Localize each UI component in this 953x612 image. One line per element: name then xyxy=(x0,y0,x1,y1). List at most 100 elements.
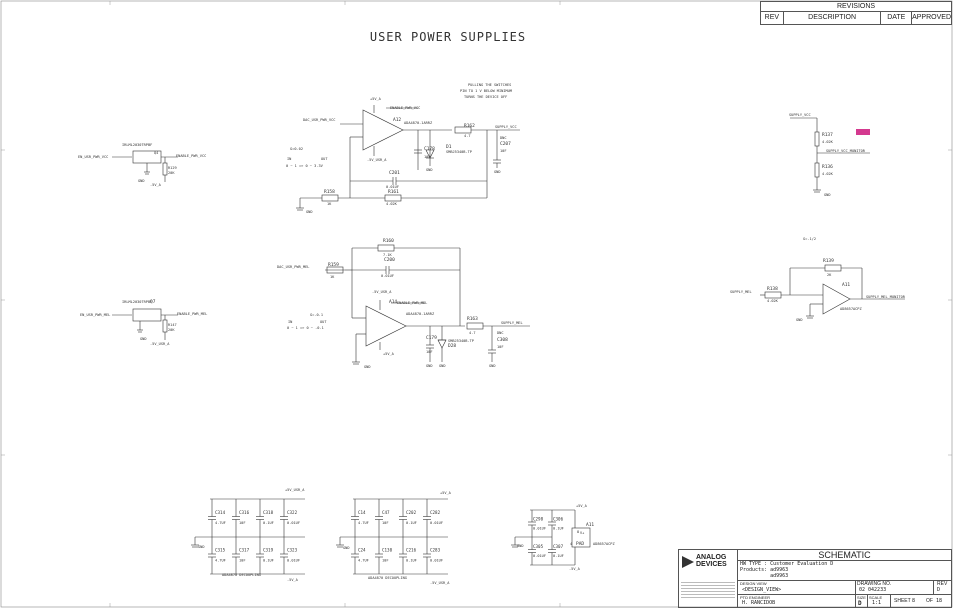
net-en-usr-pwr-mel: EN_USR_PWR_MEL xyxy=(80,313,110,317)
dec1-neg-rail: -5V_A xyxy=(287,578,299,582)
dec1-cap-ref: C316 xyxy=(239,510,250,515)
dec2-rail: +5V_A xyxy=(440,491,452,495)
r160-val: 7.1K xyxy=(383,253,392,257)
note-line-2: PIN TO 1 V BELOW MINIMUM xyxy=(460,89,513,93)
dec3-neg-rail: -5V_A xyxy=(569,567,581,571)
r158-val: 1K xyxy=(327,202,332,206)
dec2-cap-ref: C47 xyxy=(382,510,390,515)
q7-gnd: GND xyxy=(140,337,147,341)
r129-val: 20K xyxy=(168,171,175,175)
dec3-opamp: A11 xyxy=(586,522,594,528)
dec1-cap-val: 10F xyxy=(239,521,246,525)
a12-part: ADA4870-1ARRZ xyxy=(404,121,433,125)
company-line-2: DEVICES xyxy=(696,561,727,568)
monitor-mel-gnd: GND xyxy=(796,318,803,322)
design-view: <DESIGN_VIEW> xyxy=(742,587,782,593)
a12-ref: A12 xyxy=(393,117,401,123)
dec2-cap-ref: C202 xyxy=(406,510,417,515)
dec3-pin-8: 8 xyxy=(577,530,579,534)
dec2-cap-val: 0.01UF xyxy=(430,521,443,525)
dec2-cap-ref: C283 xyxy=(430,548,441,553)
a12-en: ENABLE_PWR_VCC xyxy=(390,106,420,110)
bottom-range-line: 0 ~ 1 => 0 ~ -0.1 xyxy=(287,326,324,330)
dec1-cap-ref: C317 xyxy=(239,548,250,553)
dec1-cap-ref: C315 xyxy=(215,548,226,553)
dec3-vplus: V+ xyxy=(580,531,585,535)
q4-ref: Q4 xyxy=(154,151,158,155)
dec3-cap-ref: C305 xyxy=(533,544,544,549)
scale-label: SCALE xyxy=(869,595,883,600)
dec1-label: ADA4870 DECOUPLING xyxy=(222,573,261,577)
dec1-gnd: GND xyxy=(198,545,205,549)
dec2-cap-val: 0.1UF xyxy=(406,559,417,563)
dec2-neg-rail: -5V_USR_A xyxy=(430,581,450,585)
size-value: D xyxy=(858,600,862,607)
scale-value: 1:1 xyxy=(872,600,882,606)
bottom-out-net: SUPPLY_MEL xyxy=(501,321,523,325)
sheet-value: 8 xyxy=(912,598,916,604)
adi-logo-icon xyxy=(682,556,694,568)
d28-ref: D28 xyxy=(448,343,456,349)
dec2-cap-ref: C24 xyxy=(358,548,366,553)
top-gnd-3: GND xyxy=(306,210,313,214)
note-line-1: PULLING THE SWITCHES xyxy=(468,83,511,87)
dec2-cap-ref: C216 xyxy=(406,548,417,553)
rev-col-rev: REV xyxy=(761,12,784,24)
dec3-cap-val: 0.01UF xyxy=(533,554,546,558)
net-enable-pwr-vcc: ENABLE_PWR_VCC xyxy=(176,154,206,158)
r162-ref: R162 xyxy=(464,123,475,129)
title-block: ANALOG DEVICES SCHEMATIC HW TYPE : Custo… xyxy=(678,549,952,608)
r138-ref: R138 xyxy=(767,286,778,292)
a14-vp: -5V_USR_A xyxy=(372,290,392,294)
r159-val: 1K xyxy=(330,275,335,279)
r147-val: 20K xyxy=(168,328,175,332)
dec3-part: AD8657ACPZ xyxy=(593,542,615,546)
c200-ref: C200 xyxy=(384,257,395,263)
q4-gnd: GND xyxy=(138,179,145,183)
r159-ref: R159 xyxy=(328,262,339,268)
top-range-out: OUT xyxy=(321,157,328,161)
dec1-cap-ref: C322 xyxy=(287,510,298,515)
dec1-cap-val: 4.7UF xyxy=(215,521,226,525)
dec1-cap-val: 0.01UF xyxy=(287,521,300,525)
company-line-1: ANALOG xyxy=(696,554,727,561)
bottom-range-in: IN xyxy=(288,320,292,324)
a12-vn: -5V_USR_A xyxy=(367,158,387,162)
rev-col-approved: APPROVED xyxy=(912,14,951,21)
c178-ref: C178 xyxy=(424,146,435,152)
r147-ref: R147 xyxy=(168,323,177,327)
top-gain: G=0.02 xyxy=(290,147,303,151)
dec3-cap-val: 0.1UF xyxy=(553,554,564,558)
dec2-cap-val: 4.7UF xyxy=(358,521,369,525)
bottom-gnd-3: GND xyxy=(439,364,446,368)
r137-val: 4.02K xyxy=(822,140,834,144)
of-value: 18 xyxy=(936,598,943,604)
net-enable-pwr-mel: ENABLE_PWR_MEL xyxy=(177,312,207,316)
a12-vp: +5V_A xyxy=(370,97,382,101)
d1-ref: D1 xyxy=(446,144,452,150)
top-out-net: SUPPLY_VCC xyxy=(495,125,517,129)
dec3-cap-ref: C298 xyxy=(533,517,544,522)
engineer-label: PTD ENGINEER xyxy=(740,595,771,600)
products-line-1: Products: ad9963 xyxy=(740,567,789,573)
a14-part: ADA4870-1ARRZ xyxy=(406,312,435,316)
rev-value: D xyxy=(937,587,941,593)
q4-part: IRLML2030TRPBF xyxy=(122,143,152,147)
dec2-label: ADA4870 DECOUPLING xyxy=(368,576,407,580)
dec1-cap-ref: C314 xyxy=(215,510,226,515)
net-supply-vcc: SUPPLY_VCC xyxy=(789,113,811,117)
dec1-rail: +5V_USR_A xyxy=(285,488,305,492)
dec2-gnd: GND xyxy=(343,546,350,550)
dec3-pad: PAD xyxy=(576,541,584,547)
dec3-rail: +5V_A xyxy=(576,504,588,508)
r139-val: 2K xyxy=(827,273,832,277)
size-label: SIZE xyxy=(857,595,866,600)
c179-val: 10F xyxy=(426,350,433,354)
sheet-title: USER POWER SUPPLIES xyxy=(370,30,526,44)
dec3-cap-ref: C307 xyxy=(553,544,564,549)
bottom-gain: G=-0.1 xyxy=(310,313,323,317)
engineer-name: H. RANCIDOB xyxy=(742,600,776,606)
dec2-cap-ref: C14 xyxy=(358,510,366,515)
